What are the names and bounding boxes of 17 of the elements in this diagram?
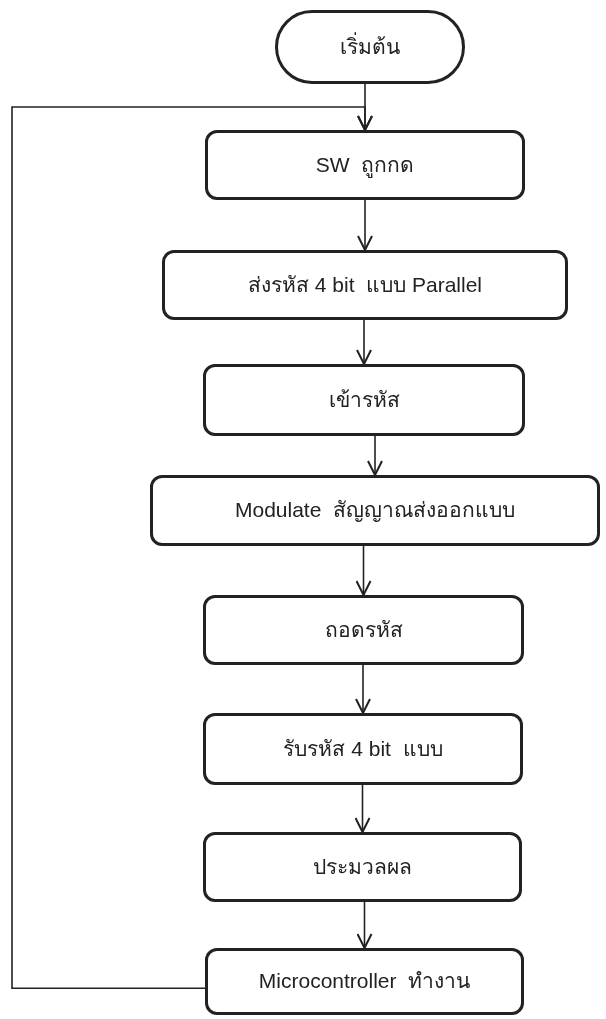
process-box: SW ถูกกด: [205, 130, 525, 200]
arrow: [357, 199, 373, 251]
arrow: [355, 664, 371, 714]
arrow: [356, 319, 372, 365]
arrow: [354, 784, 371, 833]
process-box: ประมวลผล: [203, 832, 522, 902]
process-box: Microcontroller ทำงาน: [205, 948, 524, 1015]
arrow: [355, 545, 372, 596]
process-box: รับรหัส 4 bit แบบ: [203, 713, 523, 785]
process-box: เข้ารหัส: [203, 364, 525, 436]
arrow: [11, 106, 373, 989]
terminal-box: เริ่มต้น: [275, 10, 465, 84]
process-box: ถอดรหัส: [203, 595, 524, 665]
process-box: ส่งรหัส 4 bit แบบ Parallel: [162, 250, 568, 320]
arrow: [367, 435, 383, 476]
process-box: Modulate สัญญาณส่งออกแบบ: [150, 475, 600, 546]
arrow: [356, 901, 373, 949]
